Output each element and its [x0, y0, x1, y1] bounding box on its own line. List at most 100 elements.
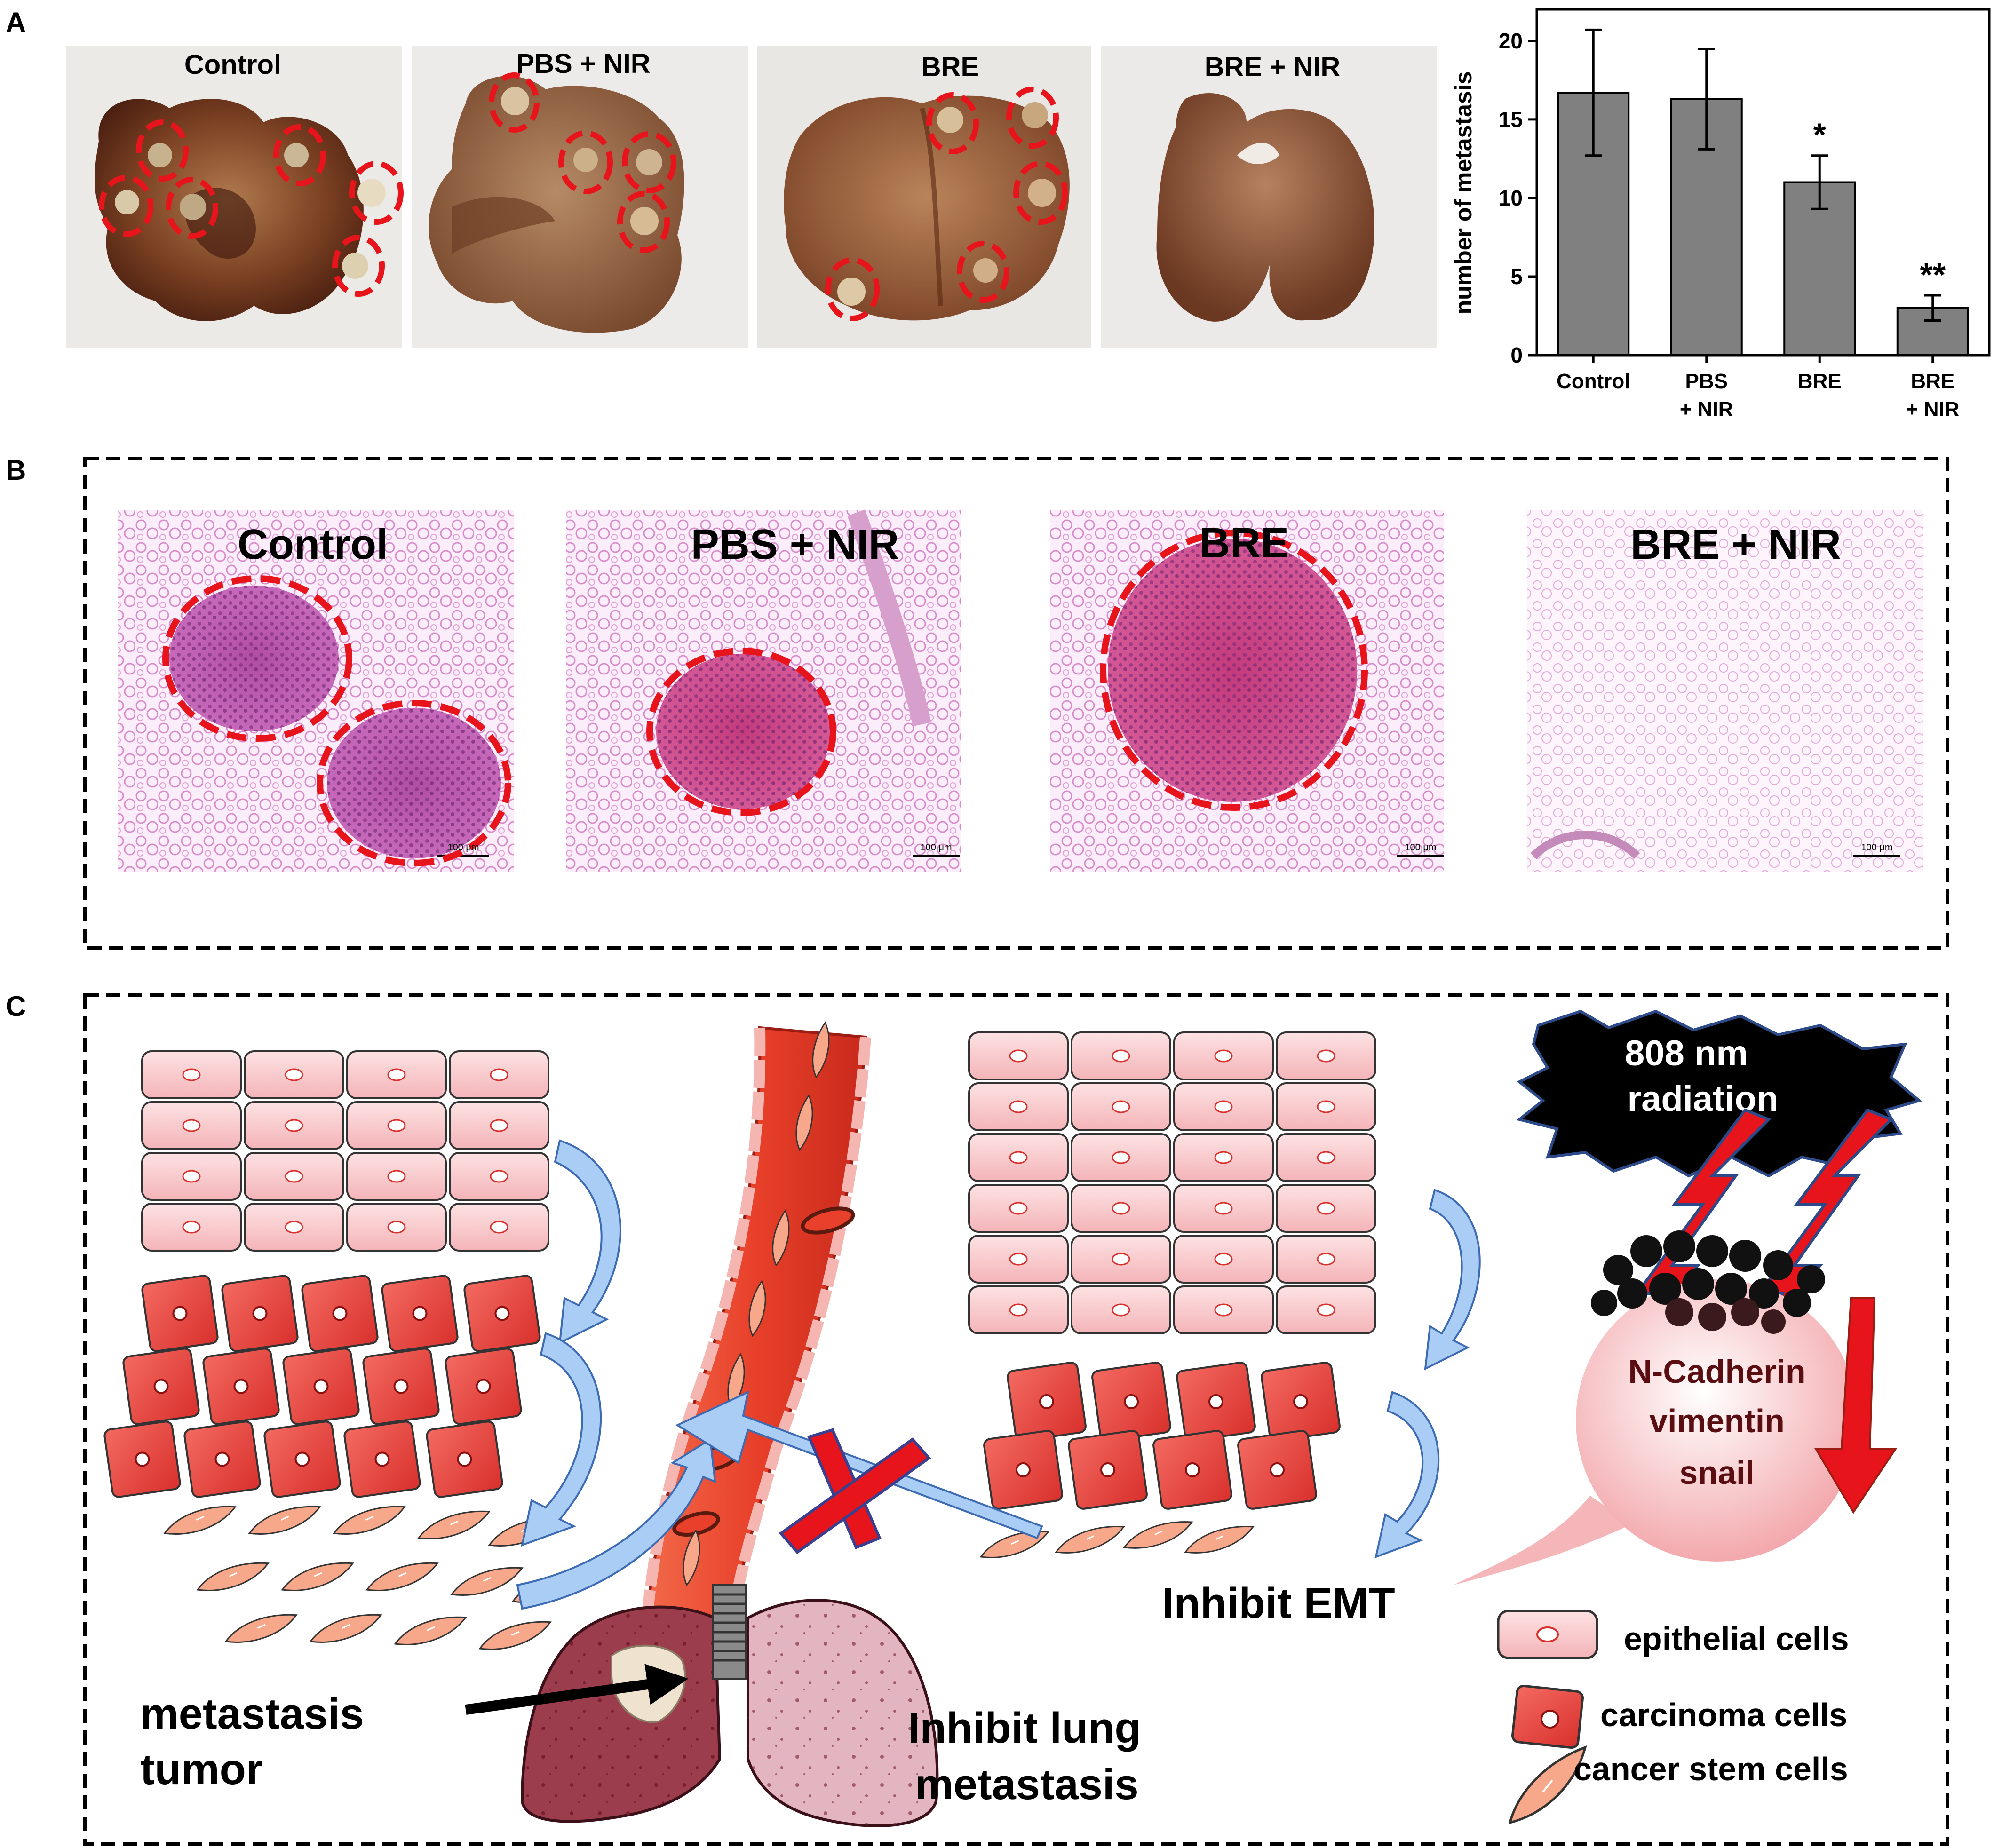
circulating-stem-cell	[772, 1209, 790, 1267]
carcinoma-cell	[282, 1348, 360, 1425]
cell-nucleus	[1112, 1202, 1130, 1215]
carcinoma-cell	[463, 1275, 541, 1352]
cell-nucleus	[490, 1170, 508, 1183]
significance-mark: *	[1813, 117, 1827, 153]
cancer-stem-cell	[979, 1531, 1050, 1558]
significance-mark: **	[1920, 256, 1946, 293]
legend-epithelial: epithelial cells	[1497, 1610, 1849, 1659]
cancer-stem-cell	[248, 1506, 321, 1535]
marker-n-cadherin: N-Cadherin	[1628, 1353, 1805, 1390]
cell-nucleus	[182, 1119, 201, 1132]
cancer-stem-cell	[394, 1616, 467, 1645]
cell-nucleus	[490, 1068, 508, 1081]
inhibit-lung-line2: metastasis	[915, 1761, 1139, 1808]
cell-nucleus	[1112, 1049, 1130, 1063]
cell-nucleus	[1112, 1303, 1130, 1317]
cell-nucleus	[1317, 1202, 1335, 1215]
carcinoma-cell	[301, 1275, 379, 1352]
carcinoma-cell	[362, 1348, 440, 1425]
cancer-stem-cell	[1123, 1521, 1193, 1549]
scale-bar-control: 100 μm	[447, 842, 479, 853]
carcinoma-cell	[983, 1430, 1063, 1510]
panel-b-frame	[83, 457, 1949, 950]
scale-bar-pbs-nir: 100 μm	[920, 842, 952, 853]
cancer-stem-cell	[1184, 1526, 1255, 1554]
radiation-label-line1: 808 nm	[1625, 1033, 1748, 1073]
histology-label-bre: BRE	[1200, 520, 1289, 567]
cell-nucleus	[182, 1068, 201, 1081]
x-tick-label: + NIR	[1680, 398, 1733, 421]
circulating-stem-cell	[812, 1021, 830, 1079]
cancer-stem-cell	[333, 1506, 406, 1535]
histology-bre	[1050, 510, 1444, 872]
blood-vessel	[639, 1026, 871, 1653]
cancer-stem-cell	[450, 1567, 524, 1596]
carcinoma-cell	[1007, 1362, 1087, 1442]
carcinoma-cell	[1261, 1362, 1341, 1442]
y-tick-label: 15	[1499, 107, 1523, 132]
carcinoma-cell	[141, 1275, 219, 1352]
photo-label-bre: BRE	[922, 52, 979, 82]
cell-nucleus	[387, 1221, 406, 1234]
bar	[1783, 181, 1856, 356]
lung-bre	[784, 95, 1070, 321]
cell-nucleus	[182, 1221, 201, 1234]
metastasis-tumor-line2: tumor	[140, 1745, 263, 1793]
emt-arrows	[516, 1139, 1481, 1610]
panel-label-c: C	[6, 991, 26, 1022]
carcinoma-cell	[263, 1420, 341, 1498]
circulating-stem-cell	[727, 1353, 745, 1410]
lung-illustration	[465, 1584, 939, 1827]
y-tick-label: 10	[1499, 186, 1523, 210]
cell-nucleus	[1214, 1202, 1233, 1215]
carcinoma-cell	[1176, 1362, 1256, 1442]
radiation-burst: 808 nm radiation	[1516, 1009, 1923, 1178]
cell-nucleus	[1214, 1253, 1233, 1266]
histology-label-pbs-nir: PBS + NIR	[691, 521, 899, 568]
carcinoma-cell	[1068, 1430, 1148, 1510]
tumor-pointer-arrow	[465, 1664, 689, 1715]
carcinoma-cell	[1091, 1362, 1171, 1442]
scale-bar-bre: 100 μm	[1405, 842, 1436, 853]
cell-nucleus	[1214, 1100, 1233, 1113]
carcinoma-cell	[103, 1420, 181, 1498]
lung-bre-nir	[1156, 93, 1374, 322]
bar	[1896, 307, 1969, 356]
lung-control	[95, 99, 386, 321]
panel-label-a: A	[6, 7, 26, 38]
histology-label-bre-nir: BRE + NIR	[1630, 521, 1841, 568]
legend-label-carcinoma: carcinoma cells	[1600, 1697, 1847, 1733]
legend-label-stem: cancer stem cells	[1573, 1751, 1848, 1787]
carcinoma-cell	[1152, 1430, 1232, 1510]
marker-vimentin: vimentin	[1649, 1403, 1785, 1439]
cell-nucleus	[1009, 1202, 1028, 1215]
y-tick-label: 0	[1510, 343, 1523, 367]
x-tick-label: BRE	[1798, 370, 1842, 393]
carcinoma-cell	[343, 1420, 421, 1498]
cell-nucleus	[285, 1170, 303, 1183]
x-tick-label: Control	[1557, 370, 1630, 393]
x-tick-label: BRE	[1911, 370, 1954, 393]
metastasis-circles-b	[162, 530, 1368, 866]
y-tick-label: 5	[1510, 264, 1523, 289]
cancer-stem-cell	[224, 1614, 298, 1643]
cell-nucleus	[1317, 1100, 1335, 1113]
cell-nucleus	[1112, 1253, 1130, 1266]
photo-label-bre-nir: BRE + NIR	[1205, 52, 1340, 82]
downregulation-arrow	[1814, 1297, 1898, 1514]
cell-nucleus	[285, 1119, 303, 1132]
cell-nucleus	[1317, 1049, 1335, 1063]
carcinoma-cell	[426, 1420, 503, 1498]
cell-nucleus	[387, 1068, 406, 1081]
cell-nucleus	[1009, 1151, 1028, 1164]
plot-frame	[1535, 8, 1991, 357]
histology-label-control: Control	[238, 521, 388, 568]
carcinoma-cell	[445, 1348, 522, 1425]
carcinoma-cell	[381, 1275, 459, 1352]
legend: epithelial cells carcinoma cells cancer …	[1497, 1610, 1849, 1824]
cell-nucleus	[1317, 1253, 1335, 1266]
cancer-stem-cell	[281, 1562, 354, 1591]
legend-label-epithelial: epithelial cells	[1624, 1620, 1849, 1657]
carcinoma-cell	[202, 1348, 280, 1425]
